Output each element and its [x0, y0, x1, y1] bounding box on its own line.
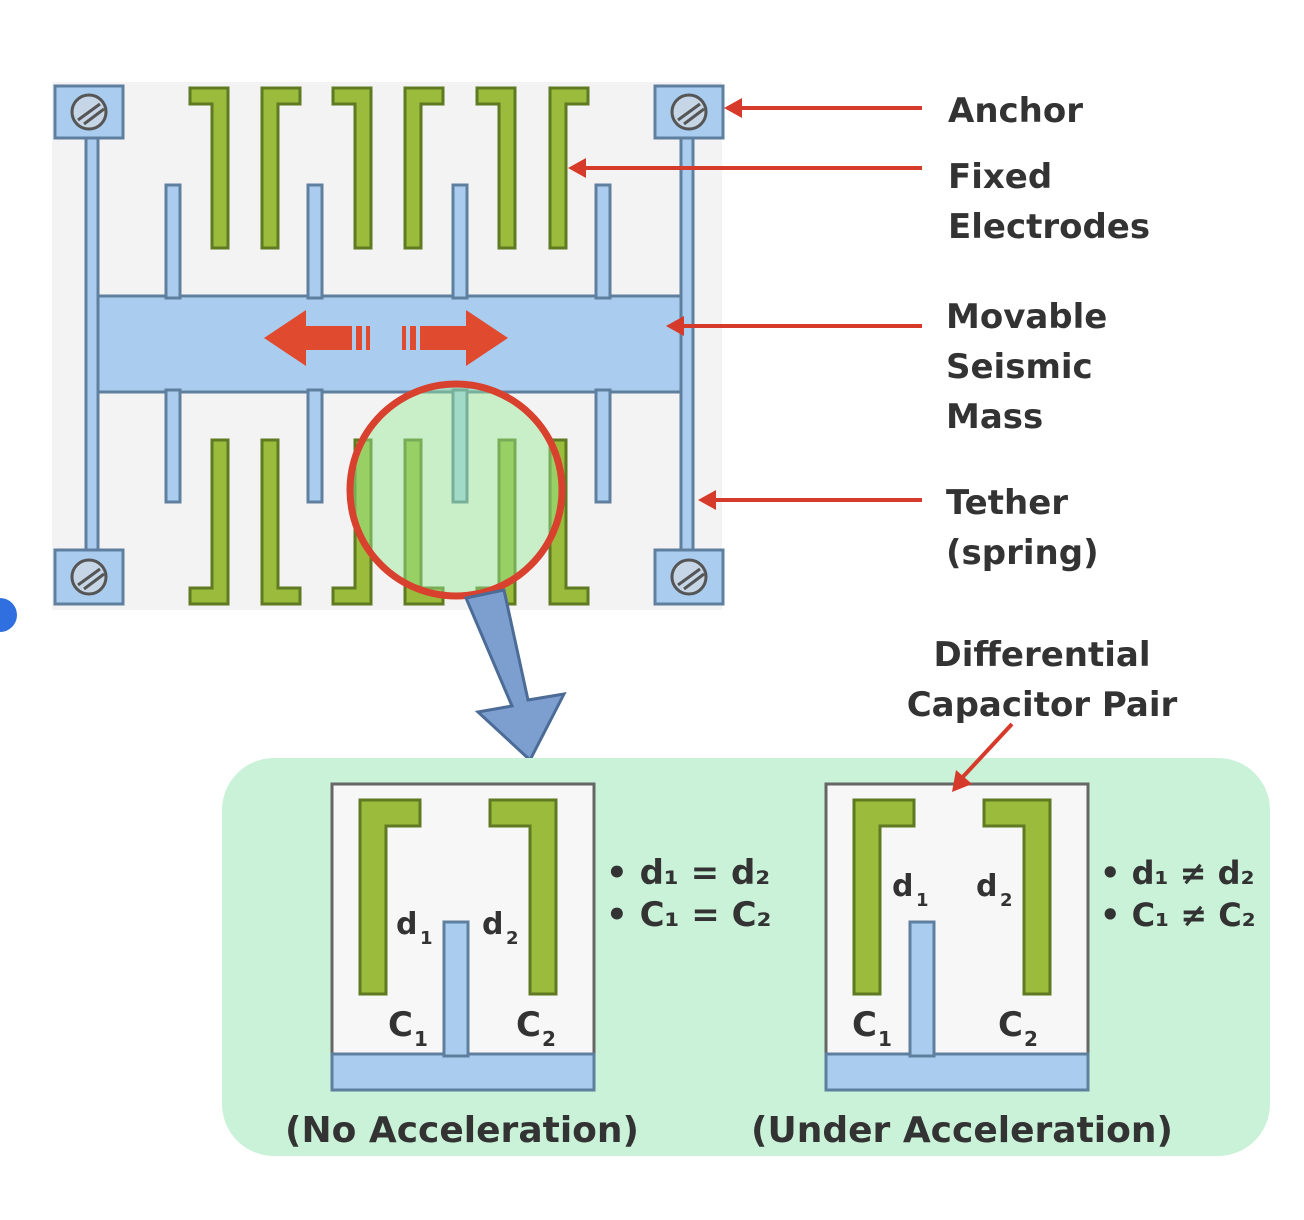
moving-finger — [908, 920, 936, 1058]
tether-arrow — [698, 490, 716, 510]
anchors — [53, 84, 725, 606]
label-movable-3: Mass — [946, 397, 1043, 437]
tether — [679, 116, 695, 556]
fixed-electrode — [403, 438, 445, 606]
mass-finger — [164, 388, 182, 504]
eq-d-not-equal: • d₁ ≠ d₂ — [1100, 854, 1255, 892]
c2-label: C — [998, 1005, 1023, 1045]
moving-finger — [442, 920, 470, 1058]
d2-subscript: 2 — [1000, 890, 1013, 911]
label-tether-1: Tether — [946, 483, 1068, 523]
c1-subscript: 1 — [878, 1027, 892, 1051]
mass-finger — [451, 388, 469, 504]
anchor-bottom-left — [53, 548, 125, 606]
panel-no-acceleration: d 1 d 2 C 1 C 2 • d₁ = d₂ • C₁ = C₂ (No … — [285, 782, 771, 1151]
tether — [84, 116, 100, 556]
fixed-electrode — [188, 86, 230, 250]
mass-bar — [90, 294, 684, 394]
fixed-electrode — [548, 86, 590, 250]
tether-springs — [84, 116, 695, 556]
mass-finger — [306, 183, 324, 300]
d2-subscript: 2 — [506, 928, 519, 949]
d1-subscript: 1 — [916, 890, 929, 911]
differential-pointer-line — [958, 722, 1014, 782]
mass-finger — [594, 388, 612, 504]
c1-label: C — [852, 1005, 877, 1045]
motion-arrows — [264, 310, 508, 366]
fixed-electrode — [331, 438, 373, 606]
label-movable-1: Movable — [946, 297, 1107, 337]
d2-label: d — [976, 869, 997, 904]
right-arrow — [420, 310, 508, 366]
eq-d-equal: • d₁ = d₂ — [606, 853, 770, 893]
anchor-bottom-right — [653, 548, 725, 606]
d1-label: d — [396, 907, 417, 942]
c2-subscript: 2 — [1024, 1027, 1038, 1051]
d2-label: d — [482, 907, 503, 942]
mass-finger — [164, 183, 182, 300]
electrode-left — [852, 798, 916, 996]
marker-dot — [0, 598, 17, 632]
anchor-top-left — [53, 84, 125, 140]
electrode-right — [982, 798, 1052, 996]
mass-base — [330, 1052, 596, 1092]
c1-label: C — [388, 1005, 413, 1045]
eq-c-not-equal: • C₁ ≠ C₂ — [1100, 896, 1256, 934]
d1-label: d — [892, 869, 913, 904]
label-anchor: Anchor — [948, 91, 1083, 131]
c2-label: C — [516, 1005, 541, 1045]
fixed-electrode — [331, 86, 373, 250]
label-movable-2: Seismic — [946, 347, 1093, 387]
fixed-electrode — [403, 86, 445, 250]
mass-base — [824, 1052, 1090, 1092]
fixed-electrodes-arrow — [568, 158, 586, 178]
fixed-electrode — [260, 438, 302, 606]
label-fixed-1: Fixed — [948, 157, 1052, 197]
zoom-arrow — [463, 588, 567, 763]
movable-seismic-mass — [90, 183, 684, 504]
fixed-electrode — [475, 86, 517, 250]
mass-finger — [594, 183, 612, 300]
label-tether-2: (spring) — [946, 533, 1099, 573]
fixed-electrode — [260, 86, 302, 250]
mems-structure — [52, 82, 725, 610]
differential-pointer-head — [952, 770, 972, 792]
left-arrow — [264, 310, 352, 366]
electrode-right — [488, 798, 558, 996]
mass-finger — [451, 183, 469, 300]
fixed-electrode — [188, 438, 230, 606]
electrode-left — [358, 798, 422, 996]
anchor-top-right — [653, 84, 725, 140]
c2-subscript: 2 — [542, 1027, 556, 1051]
mass-finger — [306, 388, 324, 504]
anchor-arrow — [724, 98, 742, 118]
d1-subscript: 1 — [420, 928, 433, 949]
c1-subscript: 1 — [414, 1027, 428, 1051]
panel-under-acceleration: d 1 d 2 C 1 C 2 • d₁ ≠ d₂ • C₁ ≠ C₂ (Und… — [751, 782, 1256, 1151]
label-differential: Differential — [933, 635, 1150, 675]
movable-mass-arrow — [666, 316, 684, 336]
fixed-electrodes-top — [188, 86, 590, 250]
eq-c-equal: • C₁ = C₂ — [606, 895, 771, 935]
annotations: Anchor Fixed Electrodes Movable Seismic … — [568, 91, 1178, 725]
caption-no-acceleration: (No Acceleration) — [285, 1110, 639, 1151]
caption-under-acceleration: (Under Acceleration) — [751, 1110, 1173, 1151]
label-capacitor-pair: Capacitor Pair — [907, 685, 1178, 725]
fixed-electrode — [475, 438, 517, 606]
label-fixed-2: Electrodes — [948, 207, 1150, 247]
zoom-circle — [346, 380, 566, 600]
